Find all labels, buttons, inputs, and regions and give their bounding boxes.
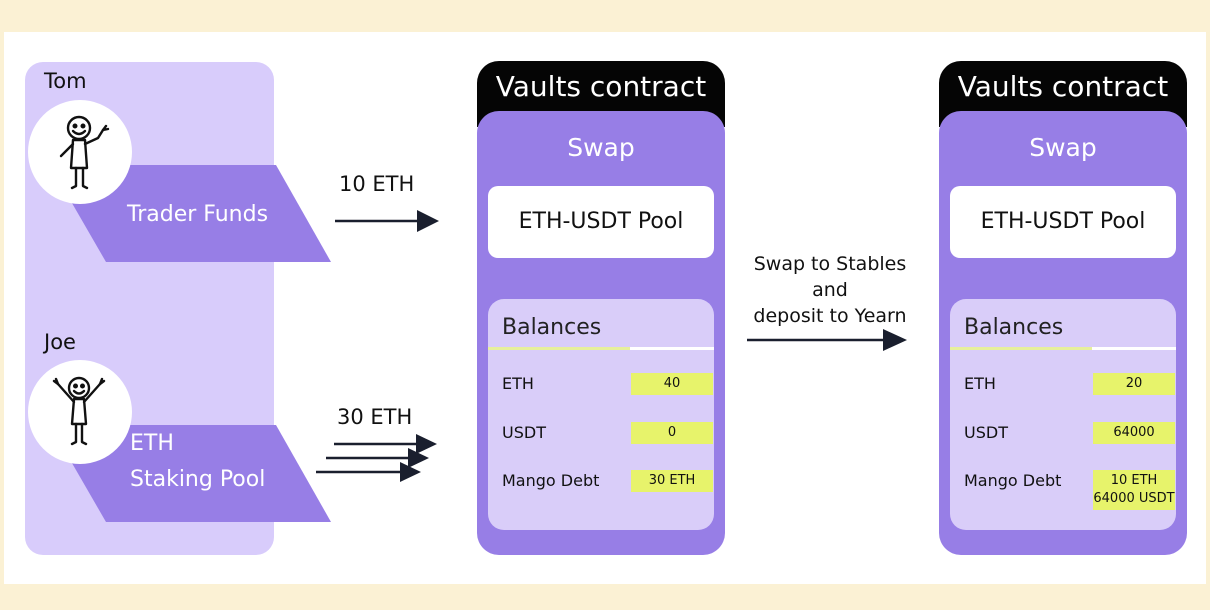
- swap-title: Swap: [567, 133, 635, 162]
- balances-divider: [1092, 347, 1176, 350]
- balances-divider: [950, 347, 1092, 350]
- balance-value: 40: [631, 373, 713, 395]
- swap-deposit-label: Swap to Stables and deposit to Yearn: [753, 253, 907, 327]
- balance-value: 64000: [1093, 422, 1175, 444]
- vault-contract-before: Vaults contract Swap ETH-USDT Pool Balan…: [477, 61, 725, 555]
- tom-arrow: [335, 210, 439, 232]
- staking-pool-label: ETH Staking Pool: [130, 431, 266, 492]
- pool-box: ETH-USDT Pool: [488, 186, 714, 258]
- staking-pool-shape: [50, 425, 331, 522]
- user-name-joe: Joe: [44, 330, 76, 354]
- balance-value: 0: [631, 422, 713, 444]
- balances-title: Balances: [502, 315, 602, 340]
- balance-label: USDT: [502, 423, 546, 442]
- balances-divider: [488, 347, 630, 350]
- cheering-person-icon: [52, 376, 106, 446]
- avatar-tom: [28, 100, 132, 204]
- balances-title: Balances: [964, 315, 1064, 340]
- balance-value: 20: [1093, 373, 1175, 395]
- joe-amount-label: 30 ETH: [337, 405, 413, 429]
- trader-funds-shape: [50, 165, 331, 262]
- joe-arrows: [316, 434, 437, 482]
- balance-label: Mango Debt: [964, 471, 1062, 490]
- balances-box: Balances ETH 20 USDT 64000 Mango Debt 10…: [950, 299, 1176, 530]
- user-name-tom: Tom: [44, 69, 87, 93]
- balance-value: 30 ETH: [631, 470, 713, 492]
- tom-amount-label: 10 ETH: [339, 172, 415, 196]
- balance-value: 10 ETH 64000 USDT: [1093, 470, 1175, 510]
- vault-contract-after: Vaults contract Swap ETH-USDT Pool Balan…: [939, 61, 1187, 555]
- balance-label: ETH: [502, 374, 534, 393]
- trader-funds-label: Trader Funds: [127, 202, 269, 227]
- balance-label: USDT: [964, 423, 1008, 442]
- swap-arrow: [747, 329, 907, 351]
- balances-box: Balances ETH 40 USDT 0 Mango Debt 30 ETH: [488, 299, 714, 530]
- pool-box: ETH-USDT Pool: [950, 186, 1176, 258]
- waving-person-icon: [59, 115, 110, 190]
- balance-label: Mango Debt: [502, 471, 600, 490]
- balance-label: ETH: [964, 374, 996, 393]
- swap-title: Swap: [1029, 133, 1097, 162]
- balances-divider: [630, 347, 714, 350]
- avatar-joe: [28, 360, 132, 464]
